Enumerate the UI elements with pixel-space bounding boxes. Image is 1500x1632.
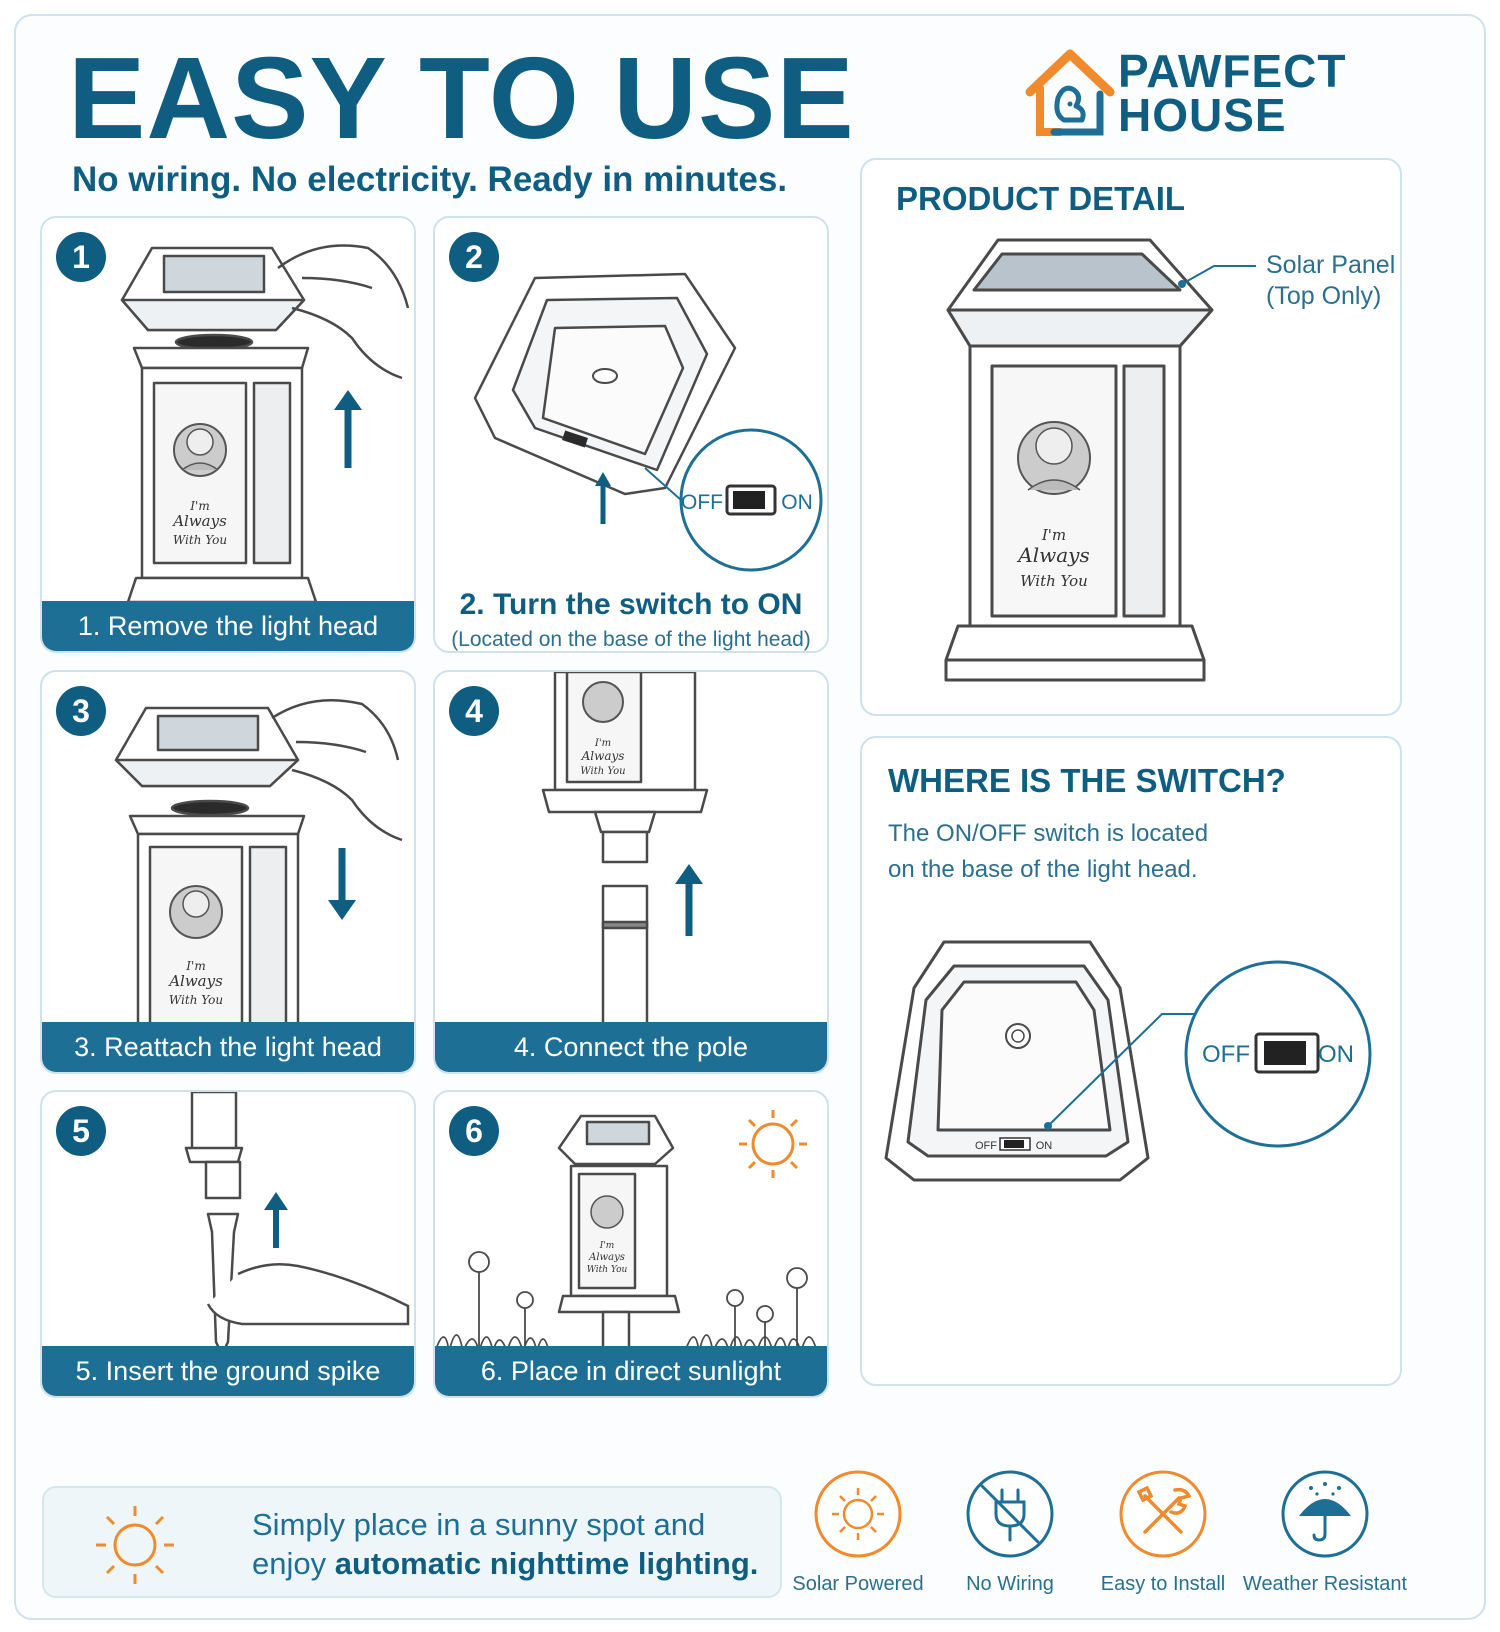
- memorial-line-1: I'm: [594, 738, 611, 749]
- memorial-line-1: I'm: [1041, 526, 1066, 544]
- product-lantern-illustration: I'm Always With You: [944, 238, 1256, 682]
- step-number-3: 3: [56, 686, 106, 736]
- lantern-remove-illustration: I'm Always With You: [120, 244, 410, 604]
- memorial-line-3: With You: [169, 993, 223, 1007]
- callout-line-2: (Top Only): [1266, 282, 1382, 311]
- feature-label-install: Easy to Install: [1100, 1573, 1226, 1595]
- product-detail-title: PRODUCT DETAIL: [896, 180, 1186, 217]
- step-number-1: 1: [56, 232, 106, 282]
- ground-spike-illustration: [184, 1092, 410, 1356]
- feature-label-solar: Solar Powered: [792, 1573, 924, 1595]
- memorial-line-2: Always: [171, 512, 227, 530]
- small-switch-on: ON: [1036, 1140, 1053, 1152]
- memorial-line-3: With You: [580, 766, 625, 777]
- step-card-3: I'm Always With You 3 3. Reattach the li…: [40, 670, 416, 1074]
- small-switch-off: OFF: [975, 1140, 997, 1152]
- sunlight-garden-illustration: I'm Always With You: [435, 1110, 818, 1372]
- step-number-5: 5: [56, 1106, 106, 1156]
- switch-base-illustration: OFF ON: [473, 272, 823, 572]
- brand-name: PAWFECT HOUSE: [1118, 45, 1347, 141]
- step-number-6: 6: [449, 1106, 499, 1156]
- sunny-line-2-plain: enjoy: [252, 1545, 335, 1581]
- switch-location-panel: WHERE IS THE SWITCH? The ON/OFF switch i…: [860, 736, 1402, 1386]
- step-title-2: 2. Turn the switch to ON: [459, 588, 803, 621]
- memorial-line-2: Always: [581, 749, 625, 763]
- step-card-6: I'm Always With You 6 6. Place in direct…: [433, 1090, 829, 1398]
- no-plug-icon: [966, 1470, 1054, 1558]
- sun-icon: [96, 1506, 174, 1584]
- switch-panel-title: WHERE IS THE SWITCH?: [888, 762, 1286, 799]
- switch-description: The ON/OFF switch is located on the base…: [888, 816, 1208, 888]
- step-number-2: 2: [449, 232, 499, 282]
- feature-no-wiring: No Wiring: [925, 1468, 1095, 1596]
- sunny-spot-banner: Simply place in a sunny spot and enjoy a…: [42, 1486, 782, 1598]
- memorial-line-3: With You: [1020, 572, 1088, 590]
- page-title: EASY TO USE: [68, 33, 855, 163]
- switch-desc-line-2: on the base of the light head.: [888, 856, 1198, 883]
- memorial-line-1: I'm: [185, 959, 205, 973]
- product-detail-panel: PRODUCT DETAIL I'm Always With You Solar…: [860, 158, 1402, 716]
- switch-desc-line-1: The ON/OFF switch is located: [888, 820, 1209, 847]
- sunny-line-1: Simply place in a sunny spot and: [252, 1507, 706, 1542]
- memorial-line-3: With You: [587, 1265, 628, 1275]
- switch-base-detail-illustration: OFF ON OFF ON: [884, 940, 1372, 1182]
- house-logo-icon: [1025, 49, 1115, 136]
- memorial-line-2: Always: [1016, 543, 1089, 567]
- umbrella-rain-icon: [1281, 1470, 1369, 1558]
- step-label-3: 3. Reattach the light head: [42, 1022, 414, 1072]
- switch-on-label: ON: [1318, 1041, 1354, 1068]
- memorial-line-1: I'm: [189, 499, 209, 513]
- step-card-1: I'm Always With You 1 1. Remove the ligh…: [40, 216, 416, 653]
- brand-line-1: PAWFECT: [1118, 45, 1347, 97]
- feature-label-weather: Weather Resistant: [1242, 1573, 1408, 1595]
- memorial-line-1: I'm: [599, 1241, 615, 1251]
- feature-solar-powered: Solar Powered: [773, 1468, 943, 1596]
- feature-easy-install: Easy to Install: [1078, 1468, 1248, 1596]
- brand-line-2: HOUSE: [1118, 88, 1287, 141]
- sunny-spot-text: Simply place in a sunny spot and enjoy a…: [252, 1506, 758, 1584]
- step-card-2: OFF ON 2 2. Turn the switch to ON (Locat…: [433, 216, 829, 653]
- switch-off-label: OFF: [681, 491, 723, 514]
- connect-pole-illustration: I'm Always With You: [541, 672, 709, 1038]
- sunny-line-2-bold: automatic nighttime lighting.: [334, 1545, 759, 1581]
- tools-icon: [1119, 1470, 1207, 1558]
- step-label-6: 6. Place in direct sunlight: [435, 1346, 827, 1396]
- callout-line-1: Solar Panel: [1266, 251, 1396, 279]
- step-note-2: (Located on the base of the light head): [451, 628, 811, 651]
- switch-on-label: ON: [781, 491, 813, 514]
- step-number-4: 4: [449, 686, 499, 736]
- lantern-reattach-illustration: I'm Always With You: [114, 698, 403, 1036]
- solar-panel-callout: Solar Panel (Top Only): [1266, 250, 1395, 313]
- step-card-4: I'm Always With You 4 4. Connect the pol…: [433, 670, 829, 1074]
- switch-off-label: OFF: [1202, 1041, 1250, 1068]
- sun-icon: [814, 1470, 902, 1558]
- memorial-line-3: With You: [173, 533, 227, 547]
- step-card-5: 5 5. Insert the ground spike: [40, 1090, 416, 1398]
- sunny-line-2: enjoy automatic nighttime lighting.: [252, 1545, 758, 1584]
- page-subtitle: No wiring. No electricity. Ready in minu…: [72, 160, 788, 199]
- step-label-4: 4. Connect the pole: [435, 1022, 827, 1072]
- memorial-line-2: Always: [588, 1252, 625, 1263]
- sun-icon: [739, 1110, 807, 1178]
- feature-weather-resistant: Weather Resistant: [1240, 1468, 1410, 1596]
- feature-label-wiring: No Wiring: [966, 1573, 1054, 1595]
- memorial-line-2: Always: [167, 972, 223, 990]
- step-label-5: 5. Insert the ground spike: [42, 1346, 414, 1396]
- step-label-1: 1. Remove the light head: [42, 601, 414, 651]
